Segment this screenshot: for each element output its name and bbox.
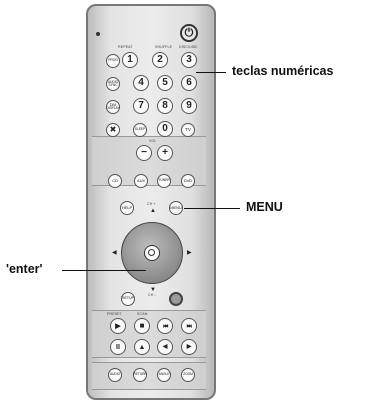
- prog-button[interactable]: PROG: [106, 54, 120, 68]
- num-1-button[interactable]: 1: [122, 52, 138, 68]
- num-3-button[interactable]: 3: [181, 52, 197, 68]
- tv-button[interactable]: TV: [181, 123, 195, 137]
- vol-caption: VOL: [149, 139, 157, 143]
- enter-button[interactable]: [144, 245, 160, 261]
- play-button[interactable]: ▶: [110, 318, 126, 334]
- shuffle-caption: SHUFFLE: [155, 45, 173, 49]
- num-9-button[interactable]: 9: [181, 98, 197, 114]
- numeric-keys-leader-line: [196, 72, 226, 73]
- dim-display-button[interactable]: DIM DISPLAY: [106, 100, 120, 114]
- num-4-button[interactable]: 4: [133, 75, 149, 91]
- zoom-button[interactable]: ZOOM: [181, 368, 195, 382]
- return-button[interactable]: RETURN: [133, 368, 147, 382]
- num-0-button[interactable]: 0: [157, 121, 173, 137]
- enter-leader-line: [62, 270, 146, 271]
- sleep-button[interactable]: SLEEP: [133, 123, 147, 137]
- previous-button[interactable]: |◀◀: [157, 318, 173, 334]
- ch-plus-caption: CH +: [147, 202, 156, 206]
- record-button[interactable]: [169, 292, 183, 306]
- preset-caption: PRESET: [107, 312, 122, 316]
- enter-label: 'enter': [6, 262, 43, 276]
- source-cd-button[interactable]: CD: [108, 174, 122, 188]
- num-7-button[interactable]: 7: [133, 98, 149, 114]
- up-arrow-icon: ▲: [150, 208, 156, 214]
- source-aux-button[interactable]: AUX: [134, 174, 148, 188]
- ch-minus-caption: CH -: [148, 293, 156, 297]
- pause-button[interactable]: II: [110, 339, 126, 355]
- stop-button[interactable]: ■: [134, 318, 150, 334]
- audio-button[interactable]: AUDIO: [108, 368, 122, 382]
- numeric-keys-label: teclas numéricas: [232, 64, 334, 78]
- num-2-button[interactable]: 2: [152, 52, 168, 68]
- source-tuner-button[interactable]: TUNER: [157, 174, 171, 188]
- vol-plus-button[interactable]: +: [157, 145, 173, 161]
- enter-ring-icon: [148, 249, 155, 256]
- repeat-caption: REPEAT: [118, 45, 133, 49]
- disc-usb-caption: DISC/USB: [179, 45, 197, 49]
- audio-sync-button[interactable]: AUDIO SYNC: [106, 77, 120, 91]
- angle-button[interactable]: ANGLE: [157, 368, 171, 382]
- vol-minus-button[interactable]: −: [136, 145, 152, 161]
- power-button[interactable]: ⏻: [180, 24, 198, 42]
- right-button[interactable]: ▶: [181, 339, 197, 355]
- num-6-button[interactable]: 6: [181, 75, 197, 91]
- scan-caption: SCAN: [137, 312, 148, 316]
- num-5-button[interactable]: 5: [157, 75, 173, 91]
- down-arrow-icon: ▼: [150, 287, 156, 293]
- left-button[interactable]: ◀: [157, 339, 173, 355]
- indicator-led: [96, 32, 100, 36]
- right-arrow-icon: ▶: [187, 250, 192, 256]
- setup-button[interactable]: SETUP: [121, 292, 135, 306]
- menu-button[interactable]: MENU: [169, 201, 183, 215]
- next-button[interactable]: ▶▶|: [181, 318, 197, 334]
- help-button[interactable]: HELP: [120, 201, 134, 215]
- eject-button[interactable]: ▲: [134, 339, 150, 355]
- menu-leader-line: [184, 208, 240, 209]
- num-8-button[interactable]: 8: [157, 98, 173, 114]
- mute-button[interactable]: ✖: [106, 123, 120, 137]
- source-dvd-button[interactable]: DVD: [181, 174, 195, 188]
- left-arrow-icon: ◀: [112, 250, 117, 256]
- menu-label: MENU: [246, 200, 283, 214]
